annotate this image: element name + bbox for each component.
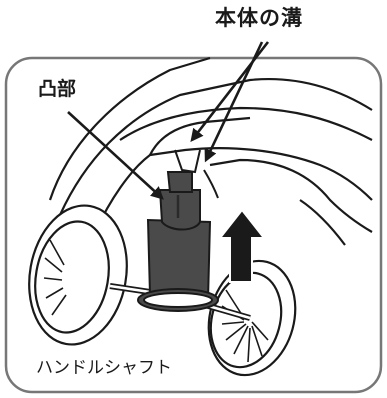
body-groove — [174, 149, 219, 199]
illustration-frame — [4, 56, 383, 394]
protrusion-label: 凸部 — [38, 78, 77, 100]
handle-shaft-label: ハンドルシャフト — [36, 358, 172, 378]
body-groove-label: 本体の溝 — [215, 6, 303, 30]
axle — [109, 283, 251, 321]
pointer-arrow-icon — [67, 41, 270, 200]
up-arrow-icon — [217, 208, 267, 283]
left-wheel — [28, 204, 128, 346]
handle-shaft — [137, 171, 219, 312]
right-wheel — [207, 259, 297, 377]
